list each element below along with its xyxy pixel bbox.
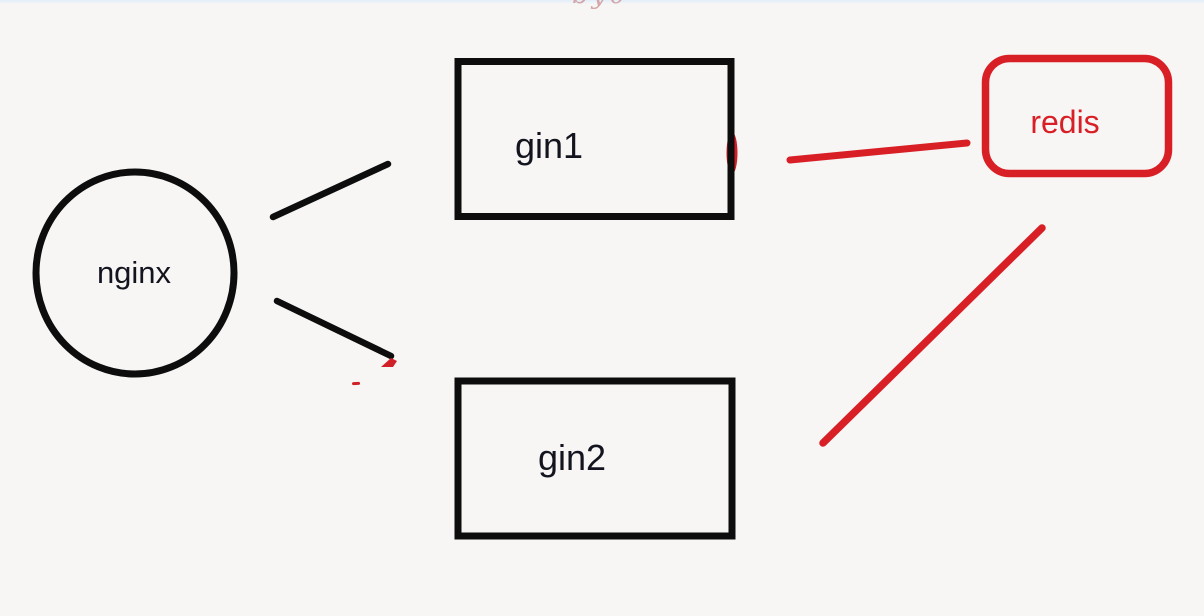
gin2-label: gin2 xyxy=(538,437,606,478)
nginx-label: nginx xyxy=(97,255,172,290)
redis-label: redis xyxy=(1030,104,1099,140)
edge-nginx-gin2 xyxy=(273,297,395,360)
red-wedge-mark xyxy=(381,358,397,367)
nginx-node-circle xyxy=(32,168,238,378)
gin1-label: gin1 xyxy=(515,125,583,166)
gin2-node-rect xyxy=(454,377,736,540)
top-edge-tint xyxy=(0,0,1204,4)
edge-gin2-redis xyxy=(819,224,1046,447)
edge-gin1-redis xyxy=(786,139,971,164)
redis-node-rect xyxy=(981,54,1173,178)
gin1-node-rect xyxy=(454,58,735,220)
red-dash-mark xyxy=(352,381,361,386)
edge-nginx-gin1 xyxy=(269,160,392,221)
